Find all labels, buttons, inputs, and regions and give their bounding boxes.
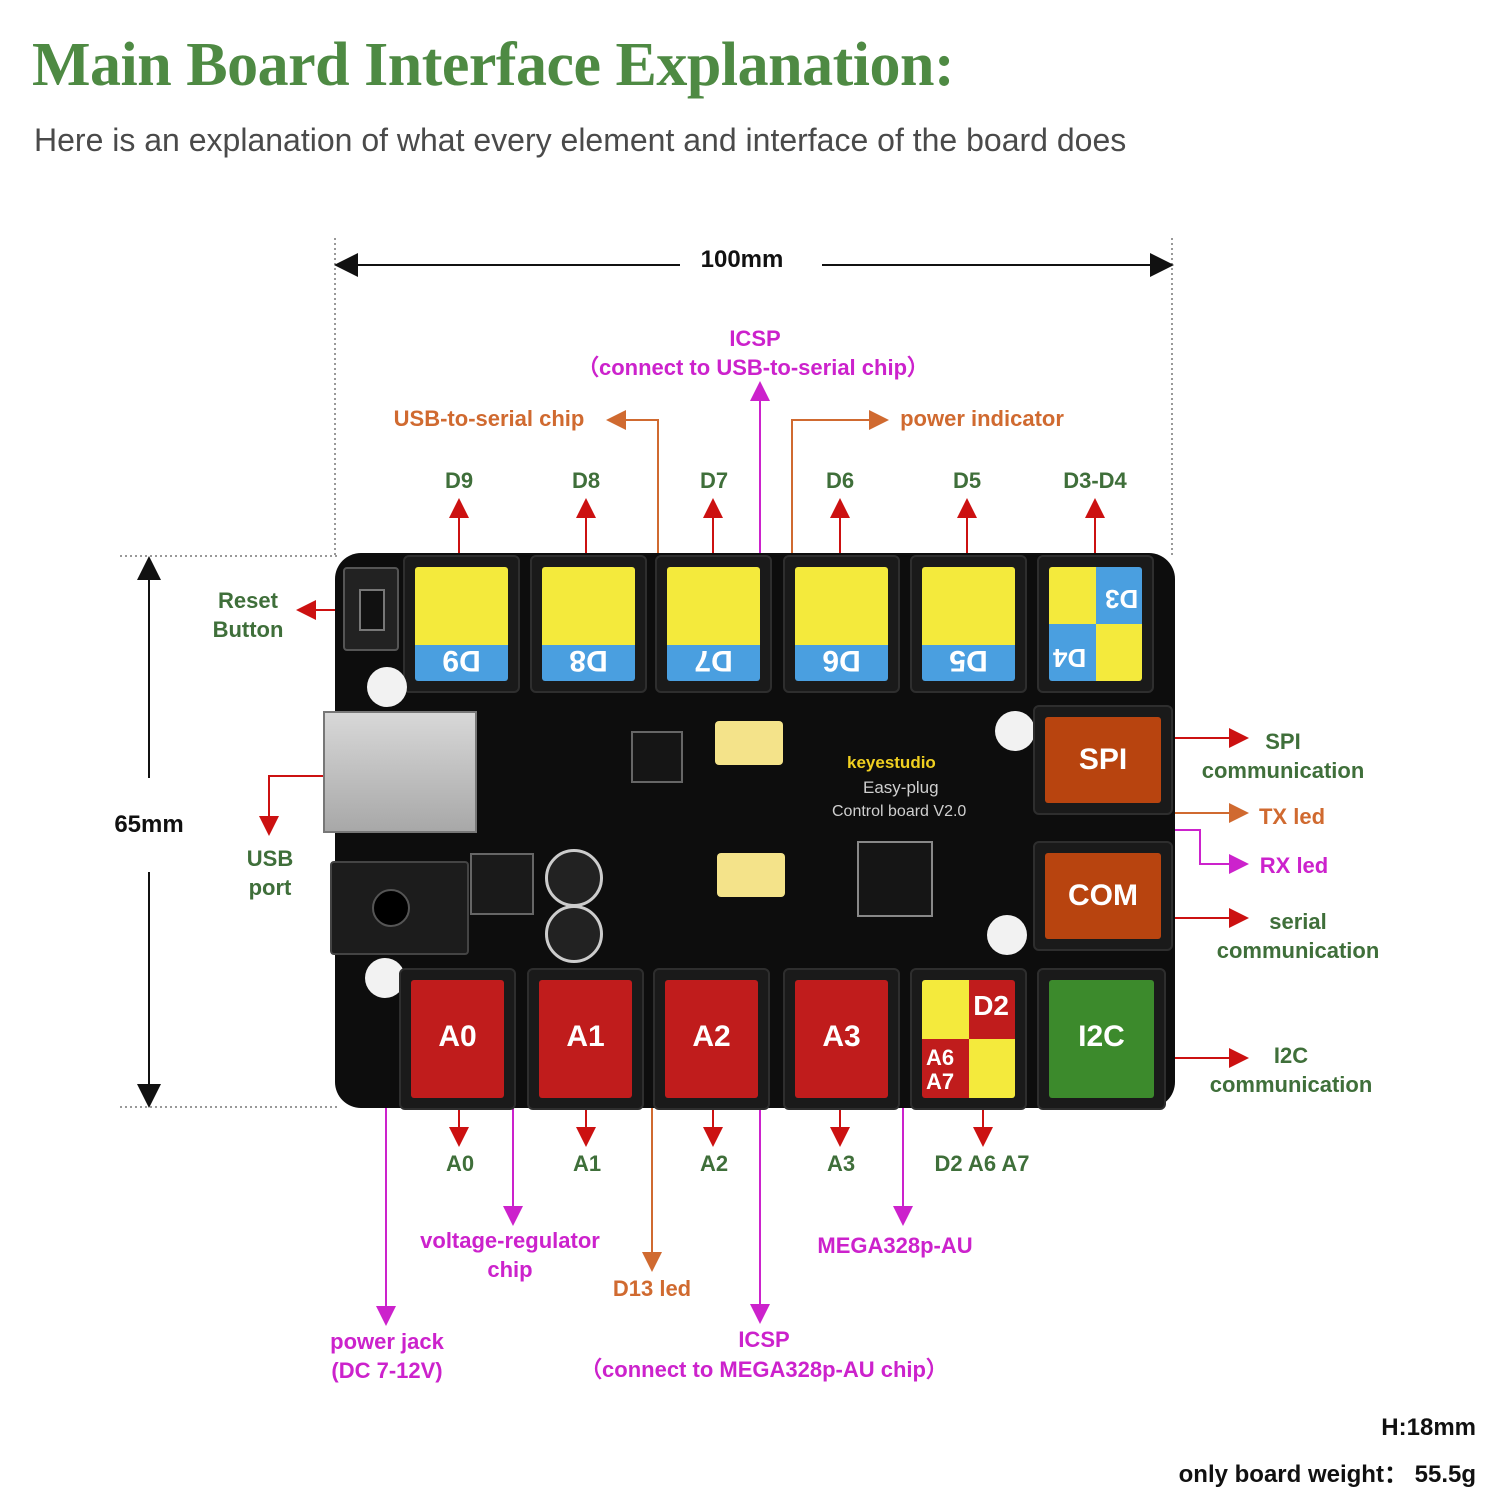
brand-text: keyestudio bbox=[847, 753, 936, 772]
port-module-d3-d4: D3 D4 bbox=[1037, 555, 1154, 693]
port-label-d3-d4: D3-D4 bbox=[1063, 468, 1127, 493]
i2c-communication-label: I2C communication bbox=[1209, 1043, 1373, 1097]
port-module-a1: A1 bbox=[527, 968, 644, 1110]
icsp-header-bottom[interactable] bbox=[717, 853, 785, 897]
module-label: D6 bbox=[822, 644, 861, 677]
module-label: A3 bbox=[822, 1020, 861, 1053]
port-label-a0: A0 bbox=[445, 1151, 475, 1176]
port-module-a0: A0 bbox=[399, 968, 516, 1110]
icsp-bottom-note: （connect to MEGA328p-AU chip） bbox=[580, 1357, 948, 1382]
voltage-regulator-chip bbox=[470, 853, 534, 915]
control-board: D9 D8 D7 D6 D5 D3 D4 bbox=[323, 553, 1175, 1110]
port-label-a3: A3 bbox=[826, 1151, 856, 1176]
module-label: COM bbox=[1068, 879, 1138, 912]
module-label: A0 bbox=[438, 1020, 477, 1053]
page-title: Main Board Interface Explanation: bbox=[32, 31, 955, 99]
port-module-d2-a6-a7: D2 A6 A7 bbox=[910, 968, 1027, 1110]
usb-serial-chip-label: USB-to-serial chip bbox=[393, 406, 585, 431]
port-module-spi: SPI bbox=[1033, 705, 1173, 815]
module-label: D3 bbox=[1104, 584, 1138, 614]
module-label: A2 bbox=[692, 1020, 731, 1053]
module-label: D4 bbox=[1053, 643, 1087, 673]
port-module-d5: D5 bbox=[910, 555, 1027, 693]
d13-led-label: D13 led bbox=[612, 1276, 692, 1301]
port-label-d7: D7 bbox=[699, 468, 729, 493]
module-label: SPI bbox=[1078, 743, 1128, 776]
icsp-bottom-label: ICSP bbox=[738, 1327, 790, 1352]
port-label-d8: D8 bbox=[571, 468, 601, 493]
port-module-d7: D7 bbox=[655, 555, 772, 693]
board-version: Control board V2.0 bbox=[832, 803, 967, 820]
page-subtitle: Here is an explanation of what every ele… bbox=[34, 122, 1127, 158]
mounting-hole bbox=[365, 958, 405, 998]
board-height-note: H:18mm bbox=[1381, 1414, 1476, 1441]
power-jack-label: power jack (DC 7-12V) bbox=[330, 1329, 444, 1383]
usb-port[interactable] bbox=[323, 711, 477, 833]
port-module-d8: D8 bbox=[530, 555, 647, 693]
capacitor bbox=[545, 849, 603, 907]
power-jack[interactable] bbox=[330, 861, 469, 955]
mounting-hole bbox=[987, 915, 1027, 955]
module-label: A6 A7 bbox=[926, 1045, 955, 1094]
module-label: I2C bbox=[1078, 1020, 1125, 1053]
port-module-a3: A3 bbox=[783, 968, 900, 1110]
rx-led-label: RX led bbox=[1259, 853, 1329, 878]
board-name: Easy-plug bbox=[863, 778, 939, 797]
width-dimension: 100mm bbox=[700, 246, 784, 273]
port-module-i2c: I2C bbox=[1037, 968, 1166, 1110]
icsp-top-label: ICSP bbox=[729, 326, 781, 351]
height-dimension: 65mm bbox=[114, 811, 184, 838]
serial-communication-label: serial communication bbox=[1216, 909, 1380, 963]
port-module-com: COM bbox=[1033, 841, 1173, 951]
icsp-top-note: （connect to USB-to-serial chip） bbox=[576, 355, 930, 380]
port-module-d9: D9 bbox=[403, 555, 520, 693]
usb-port-label: USB port bbox=[246, 846, 294, 900]
port-module-d6: D6 bbox=[783, 555, 900, 693]
mounting-hole bbox=[995, 711, 1035, 751]
module-label: D9 bbox=[442, 644, 481, 677]
capacitor bbox=[545, 905, 603, 963]
tx-led-label: TX led bbox=[1258, 804, 1326, 829]
port-label-d6: D6 bbox=[825, 468, 855, 493]
mega328p-au-label: MEGA328p-AU bbox=[817, 1233, 973, 1258]
module-label: D5 bbox=[949, 644, 988, 677]
mega328p-au-chip bbox=[857, 841, 933, 917]
reset-button-label: Reset Button bbox=[212, 588, 284, 642]
module-label: D7 bbox=[694, 644, 733, 677]
usb-to-serial-chip bbox=[631, 731, 683, 783]
port-label-a2: A2 bbox=[699, 1151, 729, 1176]
icsp-header-top[interactable] bbox=[715, 721, 783, 765]
mounting-hole bbox=[367, 667, 407, 707]
port-label-d5: D5 bbox=[952, 468, 982, 493]
port-label-d9: D9 bbox=[444, 468, 474, 493]
port-label-d2-a6-a7: D2 A6 A7 bbox=[934, 1151, 1030, 1176]
board-weight-note: only board weight： 55.5g bbox=[1178, 1461, 1476, 1488]
port-module-a2: A2 bbox=[653, 968, 770, 1110]
reset-button[interactable] bbox=[343, 567, 399, 651]
spi-communication-label: SPI communication bbox=[1201, 729, 1365, 783]
module-label: D2 bbox=[973, 990, 1009, 1021]
voltage-regulator-label: voltage-regulator chip bbox=[420, 1228, 600, 1282]
port-label-a1: A1 bbox=[572, 1151, 602, 1176]
module-label: D8 bbox=[569, 644, 608, 677]
module-label: A1 bbox=[566, 1020, 605, 1053]
power-indicator-label: power indicator bbox=[900, 406, 1064, 431]
